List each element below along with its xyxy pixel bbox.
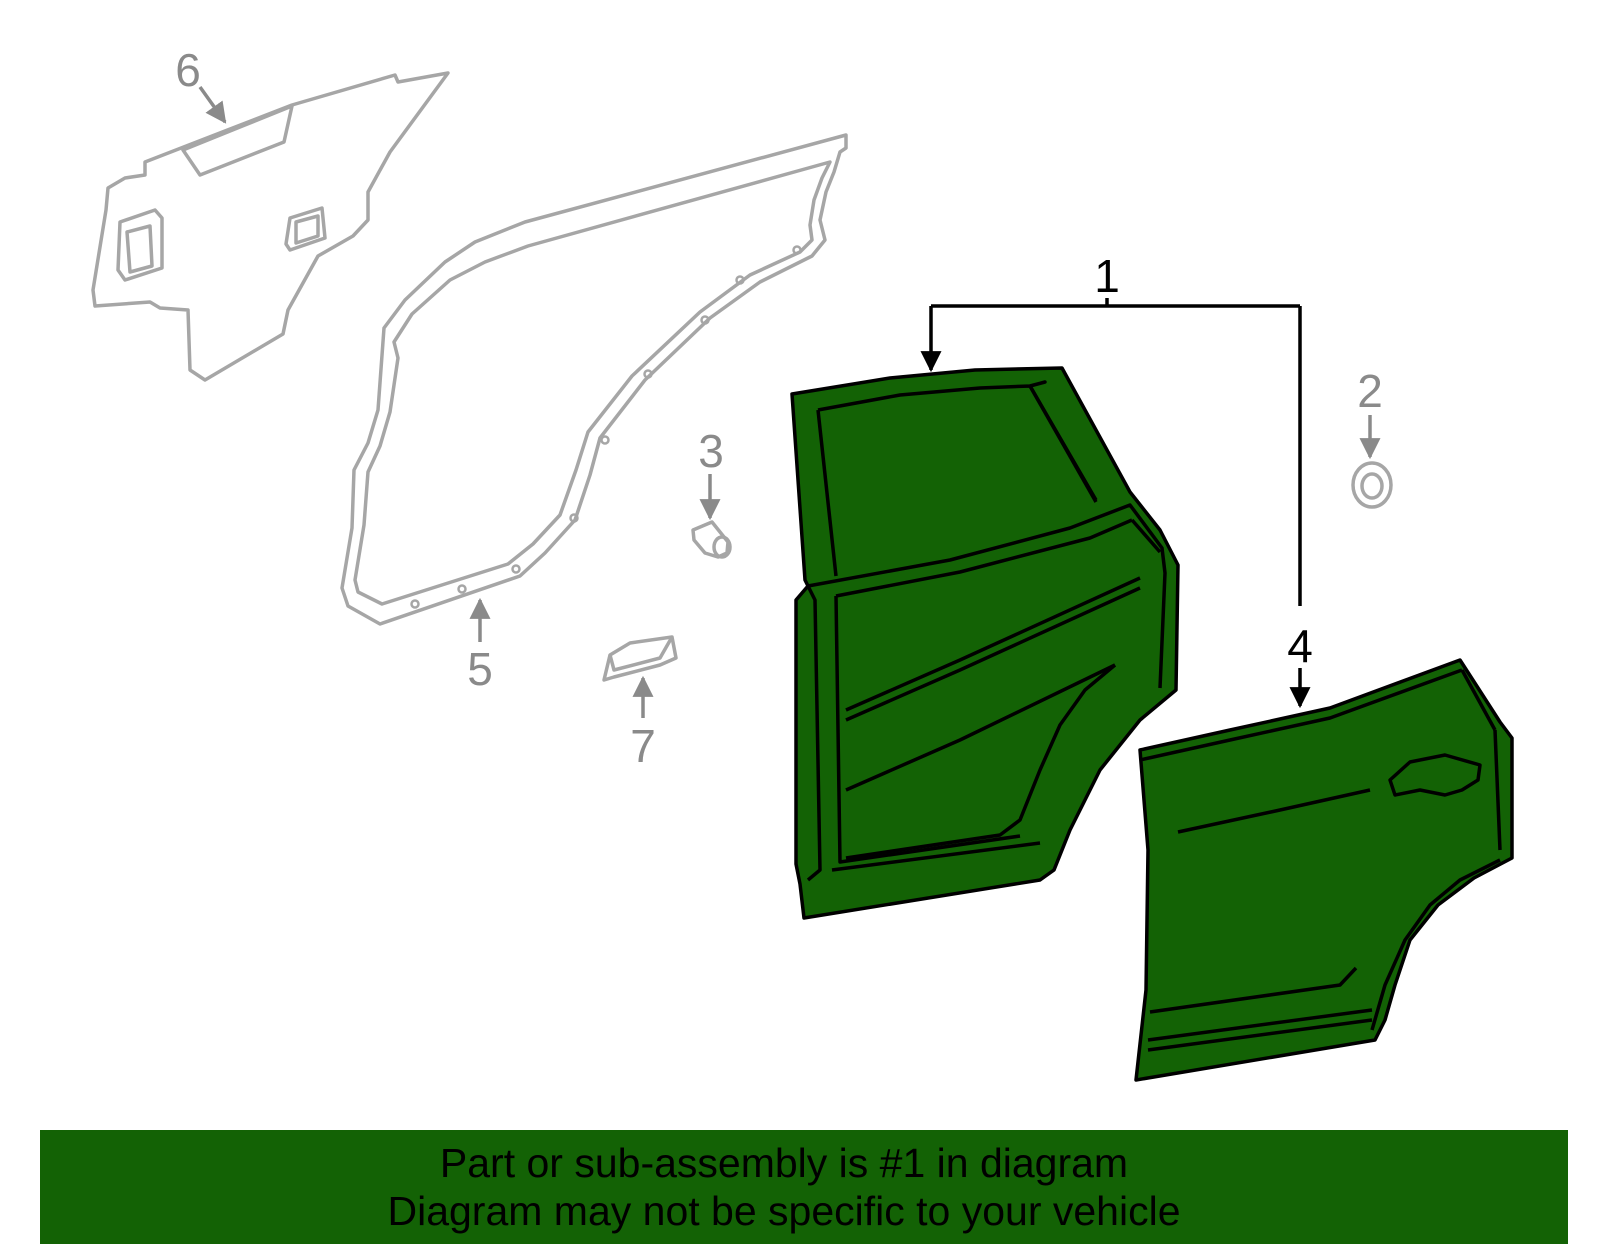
part-2-grommet[interactable] (1351, 461, 1393, 509)
callout-3: 3 (698, 425, 724, 477)
part-1-door-assembly[interactable] (790, 366, 1180, 920)
banner-line-disclaimer: Diagram may not be specific to your vehi… (387, 1188, 1181, 1234)
banner-line-part-number: Part or sub-assembly is #1 in diagram (439, 1140, 1129, 1186)
part-3-bumper[interactable] (691, 520, 732, 559)
callout-7: 7 (630, 720, 656, 772)
info-banner: Part or sub-assembly is #1 in diagram Di… (40, 1130, 1568, 1244)
leader-6 (198, 85, 227, 124)
leader-1 (920, 298, 1302, 606)
part-6-trim-panel[interactable] (91, 71, 450, 382)
part-5-weatherstrip[interactable] (340, 133, 848, 626)
callout-6: 6 (175, 44, 201, 96)
part-7-bracket[interactable] (602, 635, 678, 682)
parts-diagram: 1 2 3 4 5 6 7 (91, 44, 1514, 1082)
callout-2: 2 (1357, 365, 1383, 417)
callout-5: 5 (467, 643, 493, 695)
callout-1: 1 (1094, 250, 1120, 302)
callout-4: 4 (1287, 620, 1313, 672)
part-4-door-skin[interactable] (1134, 658, 1514, 1082)
